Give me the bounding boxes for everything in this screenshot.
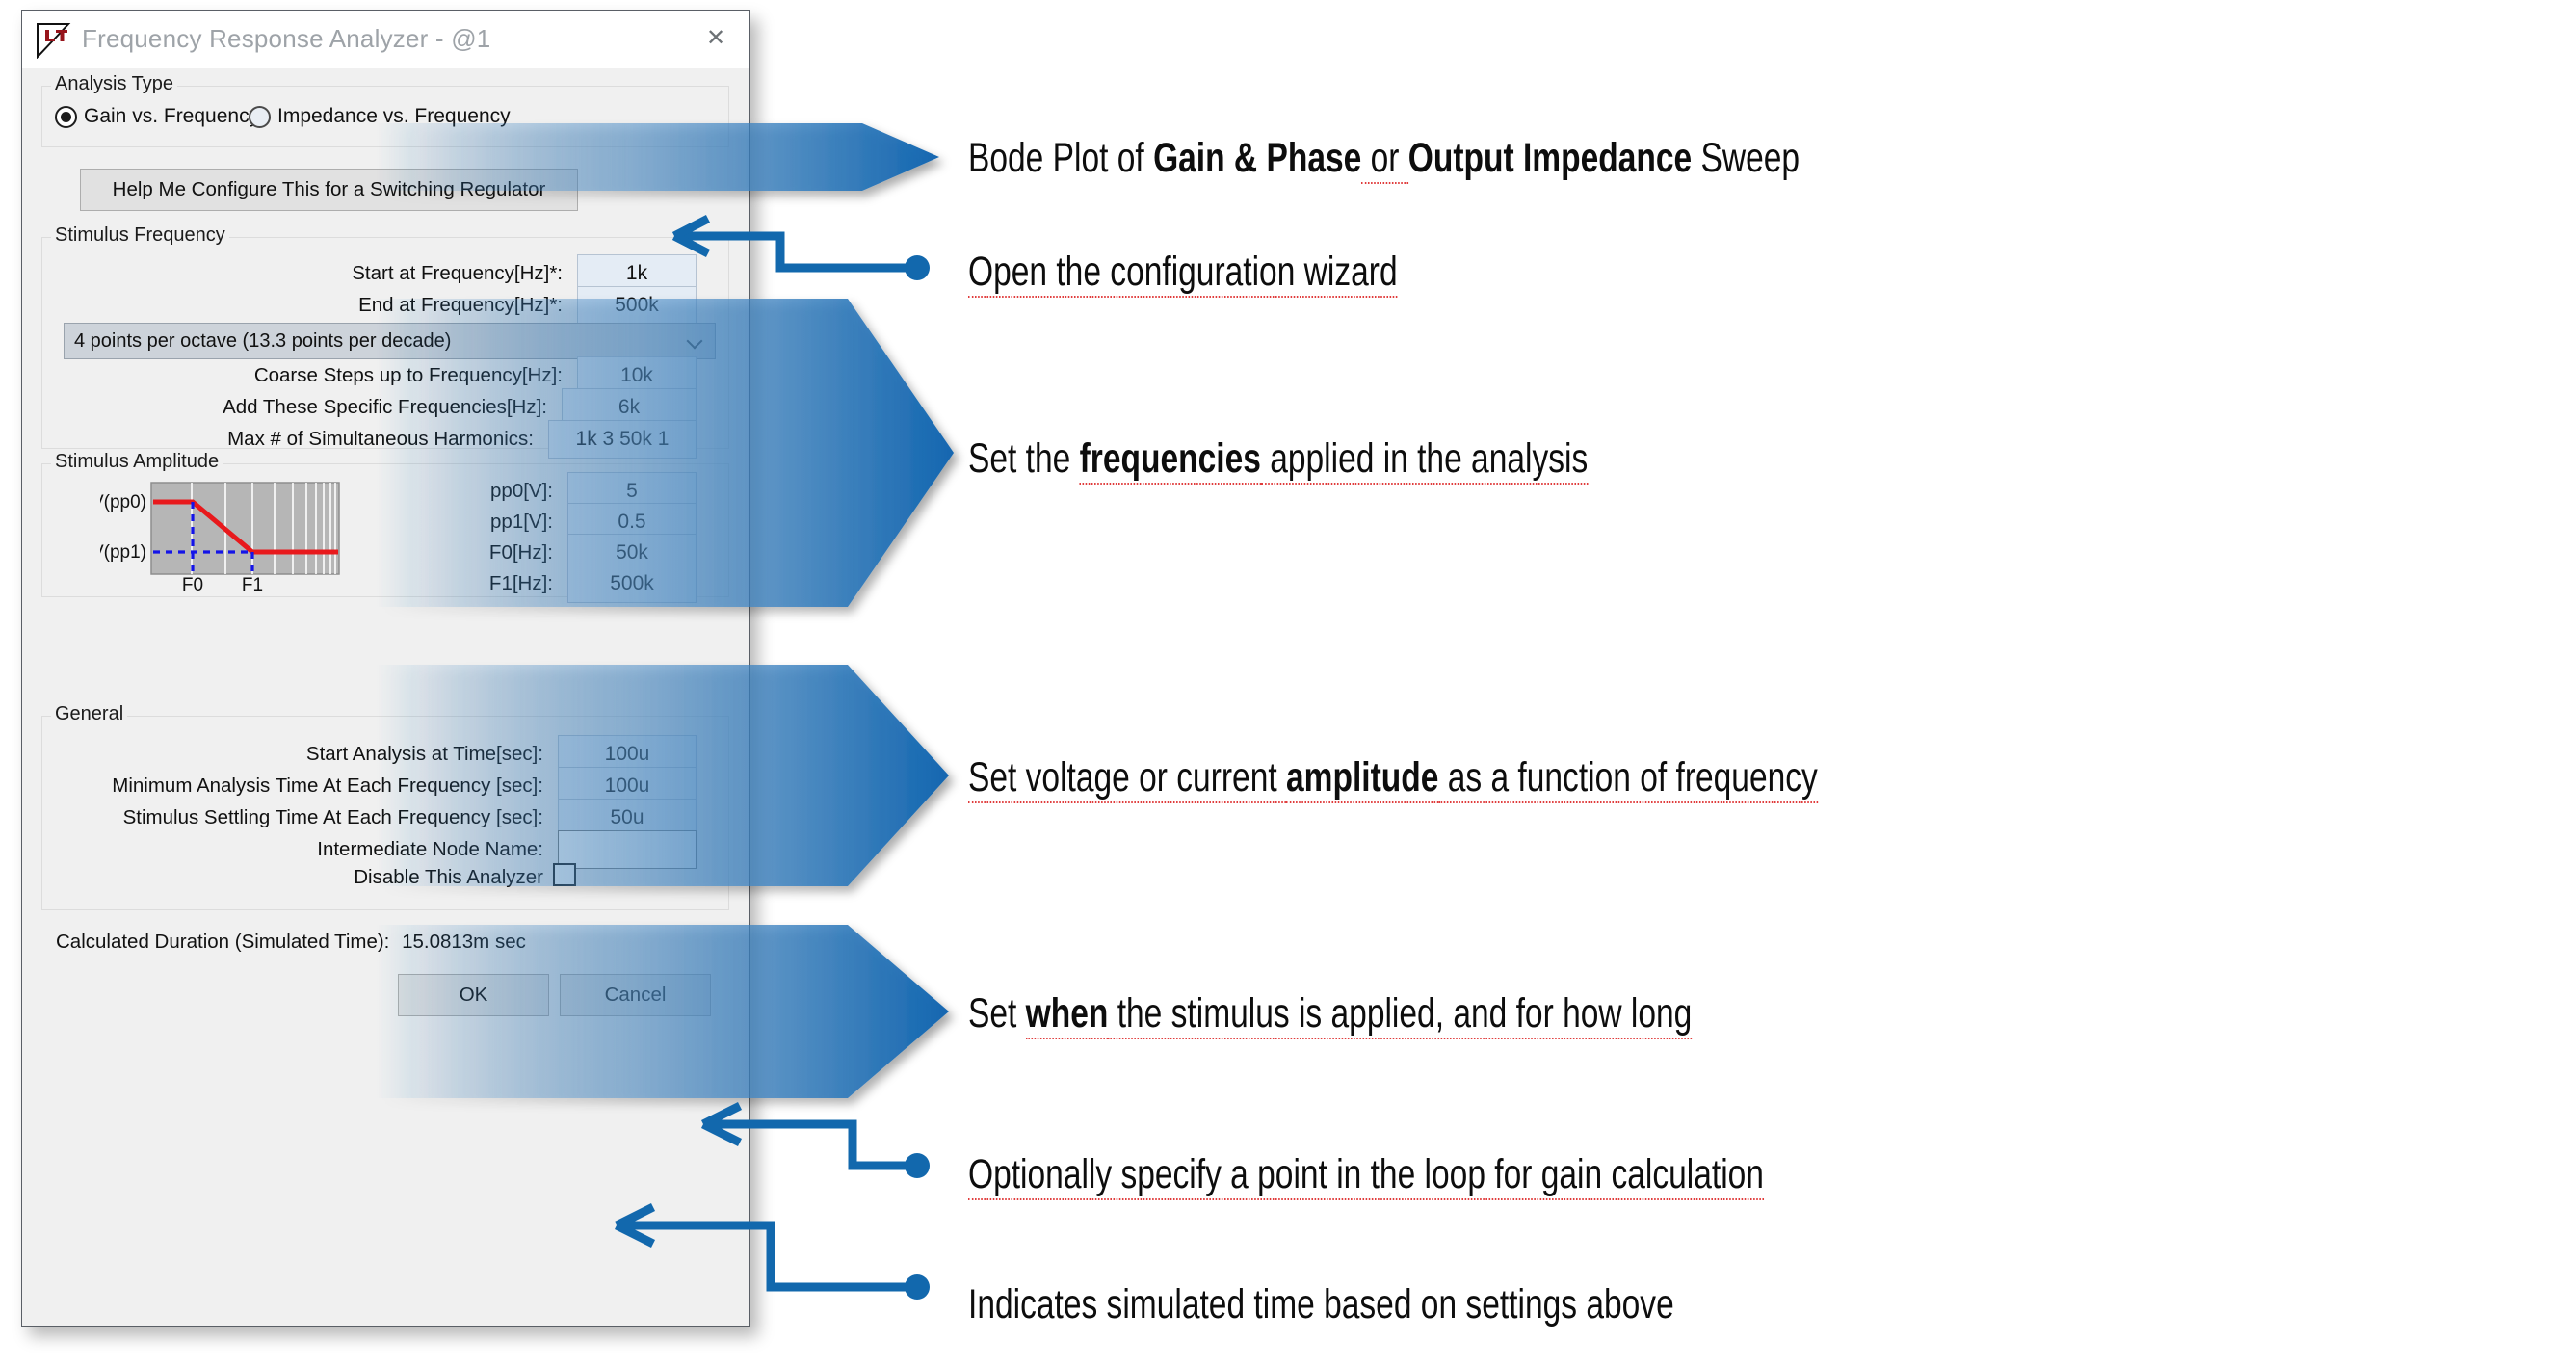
radio-gain-vs-frequency[interactable]: Gain vs. Frequency bbox=[55, 105, 259, 128]
radio-icon-selected bbox=[55, 105, 77, 128]
svg-text:F1: F1 bbox=[242, 575, 263, 592]
window-title: Frequency Response Analyzer - @1 bbox=[82, 24, 491, 53]
radio-label: Gain vs. Frequency bbox=[84, 105, 260, 127]
radio-impedance-vs-frequency[interactable]: Impedance vs. Frequency bbox=[249, 105, 511, 128]
radio-icon-unselected bbox=[249, 105, 271, 128]
annotation-open-wizard: Open the configuration wizard bbox=[968, 249, 1398, 298]
annotation-bode-plot: Bode Plot of Gain & Phase or Output Impe… bbox=[968, 135, 1800, 184]
start-frequency-value: 1k bbox=[625, 262, 648, 284]
stimulus-frequency-label: Stimulus Frequency bbox=[51, 224, 229, 247]
annotation-set-frequencies: Set the frequencies applied in the analy… bbox=[968, 435, 1589, 485]
close-icon[interactable]: ✕ bbox=[705, 25, 726, 51]
annotation-set-amplitude: Set voltage or current amplitude as a fu… bbox=[968, 754, 1818, 803]
calculated-duration-label: Calculated Duration (Simulated Time): bbox=[56, 931, 390, 953]
stimulus-amplitude-label: Stimulus Amplitude bbox=[51, 451, 223, 473]
annotation-intermediate-node: Optionally specify a point in the loop f… bbox=[968, 1151, 1764, 1200]
svg-text:V(pp0): V(pp0) bbox=[100, 492, 146, 512]
svg-text:F0: F0 bbox=[182, 575, 203, 592]
ltspice-logo bbox=[37, 23, 71, 59]
radio-label: Impedance vs. Frequency bbox=[277, 105, 511, 127]
analysis-type-label: Analysis Type bbox=[51, 73, 178, 95]
svg-text:V(pp1): V(pp1) bbox=[100, 542, 146, 563]
general-label: General bbox=[51, 703, 128, 725]
points-per-octave-value: 4 points per octave (13.3 points per dec… bbox=[74, 329, 452, 352]
title-bar: Frequency Response Analyzer - @1 ✕ bbox=[22, 11, 749, 68]
start-frequency-label: Start at Frequency[Hz]*: bbox=[352, 262, 563, 284]
annotation-set-when: Set when the stimulus is applied, and fo… bbox=[968, 990, 1693, 1039]
annotation-indicates-duration: Indicates simulated time based on settin… bbox=[968, 1281, 1674, 1327]
amplitude-profile-plot: V(pp0) V(pp1) F0 F1 bbox=[100, 482, 340, 592]
